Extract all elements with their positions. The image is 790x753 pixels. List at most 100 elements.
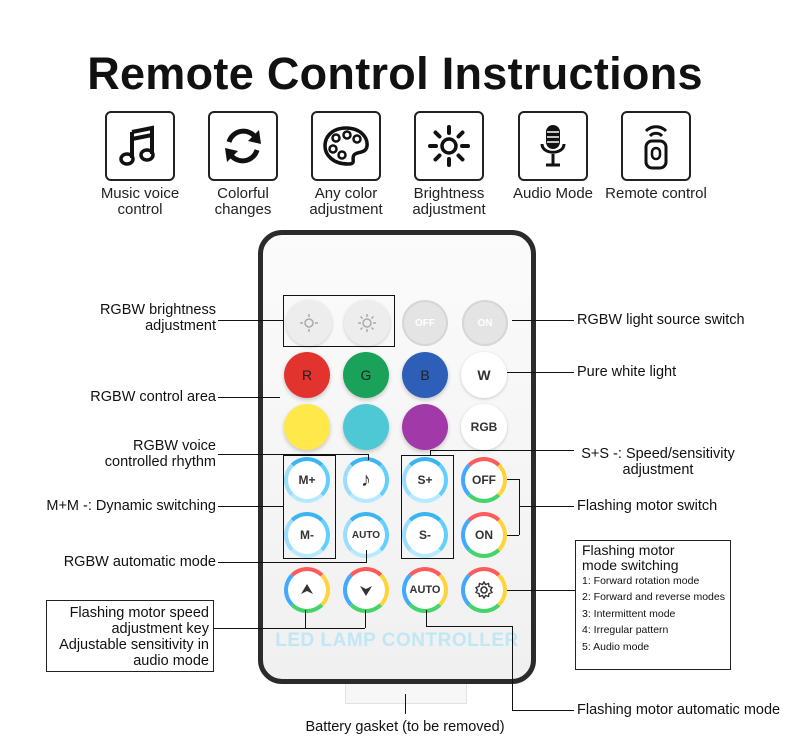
callout-speed-sensitivity: S+S -: Speed/sensitivity adjustment: [581, 446, 735, 478]
leader-line: [218, 397, 280, 398]
red-label: R: [301, 367, 313, 383]
brightness-down-button[interactable]: [286, 300, 332, 346]
arrow-up-icon: [301, 584, 313, 594]
microphone-icon: [518, 111, 588, 181]
power-on-label: ON: [477, 317, 493, 329]
leader-line: [507, 535, 519, 536]
s-plus-label: S+: [417, 473, 433, 487]
s-minus-button[interactable]: S-: [402, 512, 448, 558]
callout-motor-speed: Flashing motor speed adjustment key Adju…: [59, 605, 209, 669]
mode-item: 3: Intermittent mode: [582, 607, 676, 620]
refresh-icon: [208, 111, 278, 181]
cyan-button[interactable]: [343, 404, 389, 450]
leader-line: [305, 610, 306, 628]
feature-audio: Audio Mode: [501, 111, 605, 202]
leader-line: [430, 450, 574, 451]
mode-item: 4: Irregular pattern: [582, 624, 669, 637]
leader-line: [218, 454, 368, 455]
leader-line: [218, 320, 283, 321]
feature-color-adjust: Any color adjustment: [294, 111, 398, 218]
page-title: Remote Control Instructions: [87, 48, 703, 99]
remote-label: LED LAMP CONTROLLER: [275, 630, 519, 651]
motor-auto-button[interactable]: AUTO: [402, 567, 448, 613]
feature-label: Colorful changes: [214, 185, 272, 218]
feature-label: Remote control: [605, 185, 707, 202]
purple-button[interactable]: [402, 404, 448, 450]
leader-line: [366, 550, 367, 563]
callout-mode-switching-box: Flashing motor mode switching 1: Forward…: [575, 540, 731, 670]
motor-off-label: OFF: [472, 473, 496, 487]
gear-icon: [474, 580, 494, 600]
sun-icon: [358, 314, 376, 332]
callout-light-source-switch: RGBW light source switch: [577, 312, 745, 328]
m-minus-button[interactable]: M-: [284, 512, 330, 558]
white-label: W: [477, 367, 491, 383]
leader-line: [218, 506, 283, 507]
callout-pure-white: Pure white light: [577, 364, 677, 380]
leader-line: [426, 626, 513, 627]
mode-switching-heading: Flashing motor mode switching: [582, 542, 679, 573]
power-on-button[interactable]: ON: [462, 300, 508, 346]
feature-label: Any color adjustment: [309, 185, 383, 218]
feature-music: Music voice control: [88, 111, 192, 218]
rgb-button[interactable]: RGB: [461, 404, 507, 450]
leader-line: [507, 479, 519, 480]
callout-automatic-mode: RGBW automatic mode: [63, 554, 216, 570]
leader-line: [507, 590, 575, 591]
remote-icon: [621, 111, 691, 181]
leader-line: [426, 610, 427, 626]
feature-label: Audio Mode: [512, 185, 594, 202]
callout-motor-automatic: Flashing motor automatic mode: [577, 702, 781, 718]
callout-dynamic-switching: M+M -: Dynamic switching: [46, 498, 216, 514]
m-plus-button[interactable]: M+: [284, 457, 330, 503]
leader-line: [214, 628, 365, 629]
power-off-button[interactable]: OFF: [402, 300, 448, 346]
m-group-box: [283, 455, 336, 559]
s-plus-button[interactable]: S+: [402, 457, 448, 503]
motor-auto-label: AUTO: [409, 584, 441, 596]
music-button[interactable]: ♪: [343, 457, 389, 503]
mode-item: 1: Forward rotation mode: [582, 575, 700, 587]
music-note-icon: ♪: [361, 468, 371, 491]
blue-button[interactable]: B: [402, 352, 448, 398]
leader-line: [218, 562, 366, 563]
callout-motor-speed-box: Flashing motor speed adjustment key Adju…: [46, 600, 214, 672]
speed-up-button[interactable]: [284, 567, 330, 613]
green-label: G: [360, 367, 372, 383]
battery-gasket: [345, 682, 467, 704]
sun-icon: [414, 111, 484, 181]
auto-label: AUTO: [351, 529, 381, 541]
leader-line: [512, 320, 574, 321]
leader-line: [512, 626, 513, 710]
feature-label: Music voice control: [100, 185, 180, 218]
feature-remote: Remote control: [604, 111, 708, 202]
music-note-icon: [105, 111, 175, 181]
brightness-group-box: [283, 295, 395, 347]
callout-motor-switch: Flashing motor switch: [577, 498, 718, 514]
green-button[interactable]: G: [343, 352, 389, 398]
leader-line: [430, 450, 431, 456]
m-plus-label: M+: [298, 473, 316, 487]
motor-on-button[interactable]: ON: [461, 512, 507, 558]
motor-on-label: ON: [475, 528, 493, 542]
leader-line: [368, 454, 369, 460]
callout-brightness: RGBW brightness adjustment: [99, 302, 216, 334]
motor-off-button[interactable]: OFF: [461, 457, 507, 503]
leader-line: [519, 506, 574, 507]
red-button[interactable]: R: [284, 352, 330, 398]
speed-down-button[interactable]: [343, 567, 389, 613]
mode-item: 5: Audio mode: [582, 640, 650, 653]
blue-label: B: [420, 367, 430, 383]
white-button[interactable]: W: [461, 352, 507, 398]
mode-switch-button[interactable]: [461, 567, 507, 613]
brightness-up-button[interactable]: [344, 300, 390, 346]
callout-control-area: RGBW control area: [90, 389, 216, 405]
power-off-label: OFF: [415, 317, 435, 329]
feature-label: Brightness adjustment: [412, 185, 486, 218]
callout-voice-rhythm: RGBW voice controlled rhythm: [104, 438, 216, 470]
feature-brightness: Brightness adjustment: [397, 111, 501, 218]
s-group-box: [401, 455, 454, 559]
leader-line: [507, 372, 574, 373]
feature-colorful: Colorful changes: [191, 111, 295, 218]
yellow-button[interactable]: [284, 404, 330, 450]
